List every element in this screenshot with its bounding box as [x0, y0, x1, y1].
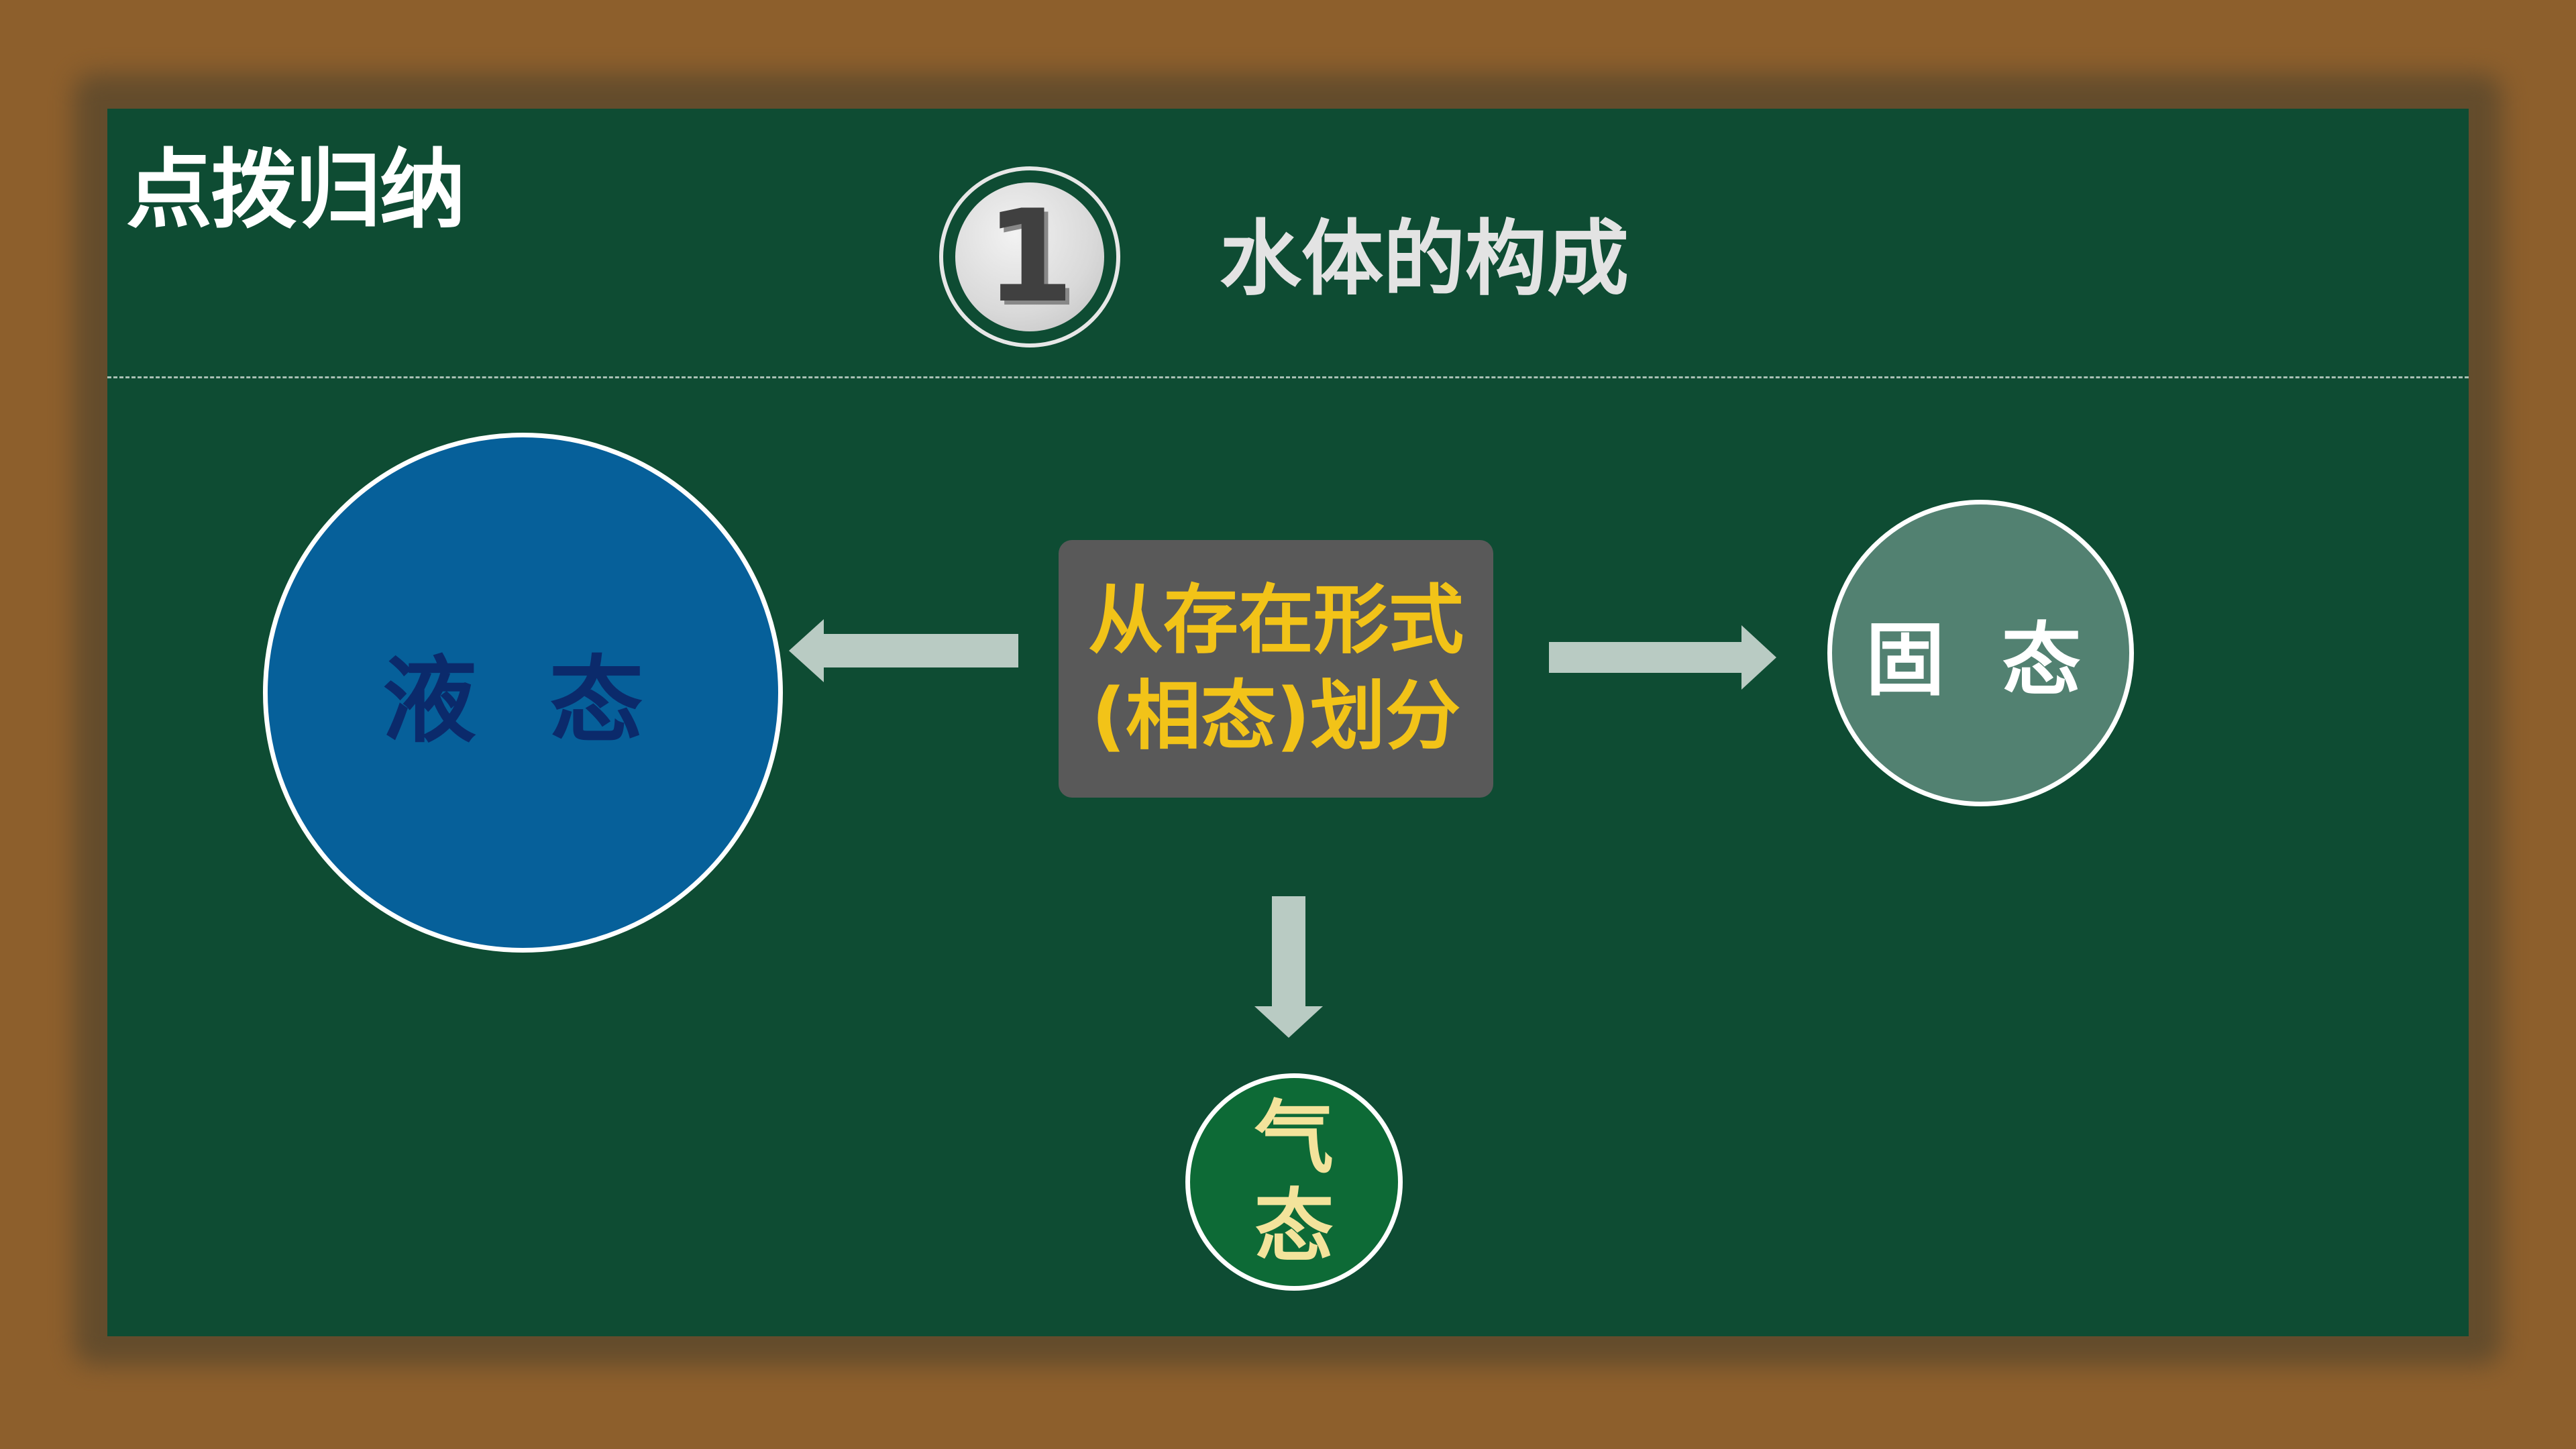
liquid-state-label: 液 态	[382, 646, 663, 756]
arrow-left	[789, 619, 1018, 682]
section-number-ring	[939, 166, 1120, 347]
gas-state-label-1: 气	[1254, 1091, 1334, 1184]
dashed-divider	[107, 376, 2469, 378]
solid-state-circle: 固 态	[1827, 500, 2134, 806]
arrow-down	[1254, 896, 1323, 1038]
classification-line-2: (相态)划分	[1091, 673, 1461, 760]
gas-state-circle: 气 态	[1185, 1073, 1403, 1291]
solid-state-label: 固 态	[1865, 614, 2096, 706]
section-number-badge: 1	[955, 182, 1104, 331]
classification-box: 从存在形式 (相态)划分	[1059, 540, 1493, 798]
section-number: 1	[985, 182, 1075, 331]
header-title: 点拨归纳	[126, 140, 466, 240]
classification-line-1: 从存在形式	[1088, 576, 1464, 664]
section-title: 水体的构成	[1220, 211, 1629, 307]
liquid-state-circle: 液 态	[263, 433, 783, 953]
arrow-right	[1549, 625, 1776, 690]
gas-state-label-2: 态	[1254, 1180, 1334, 1273]
